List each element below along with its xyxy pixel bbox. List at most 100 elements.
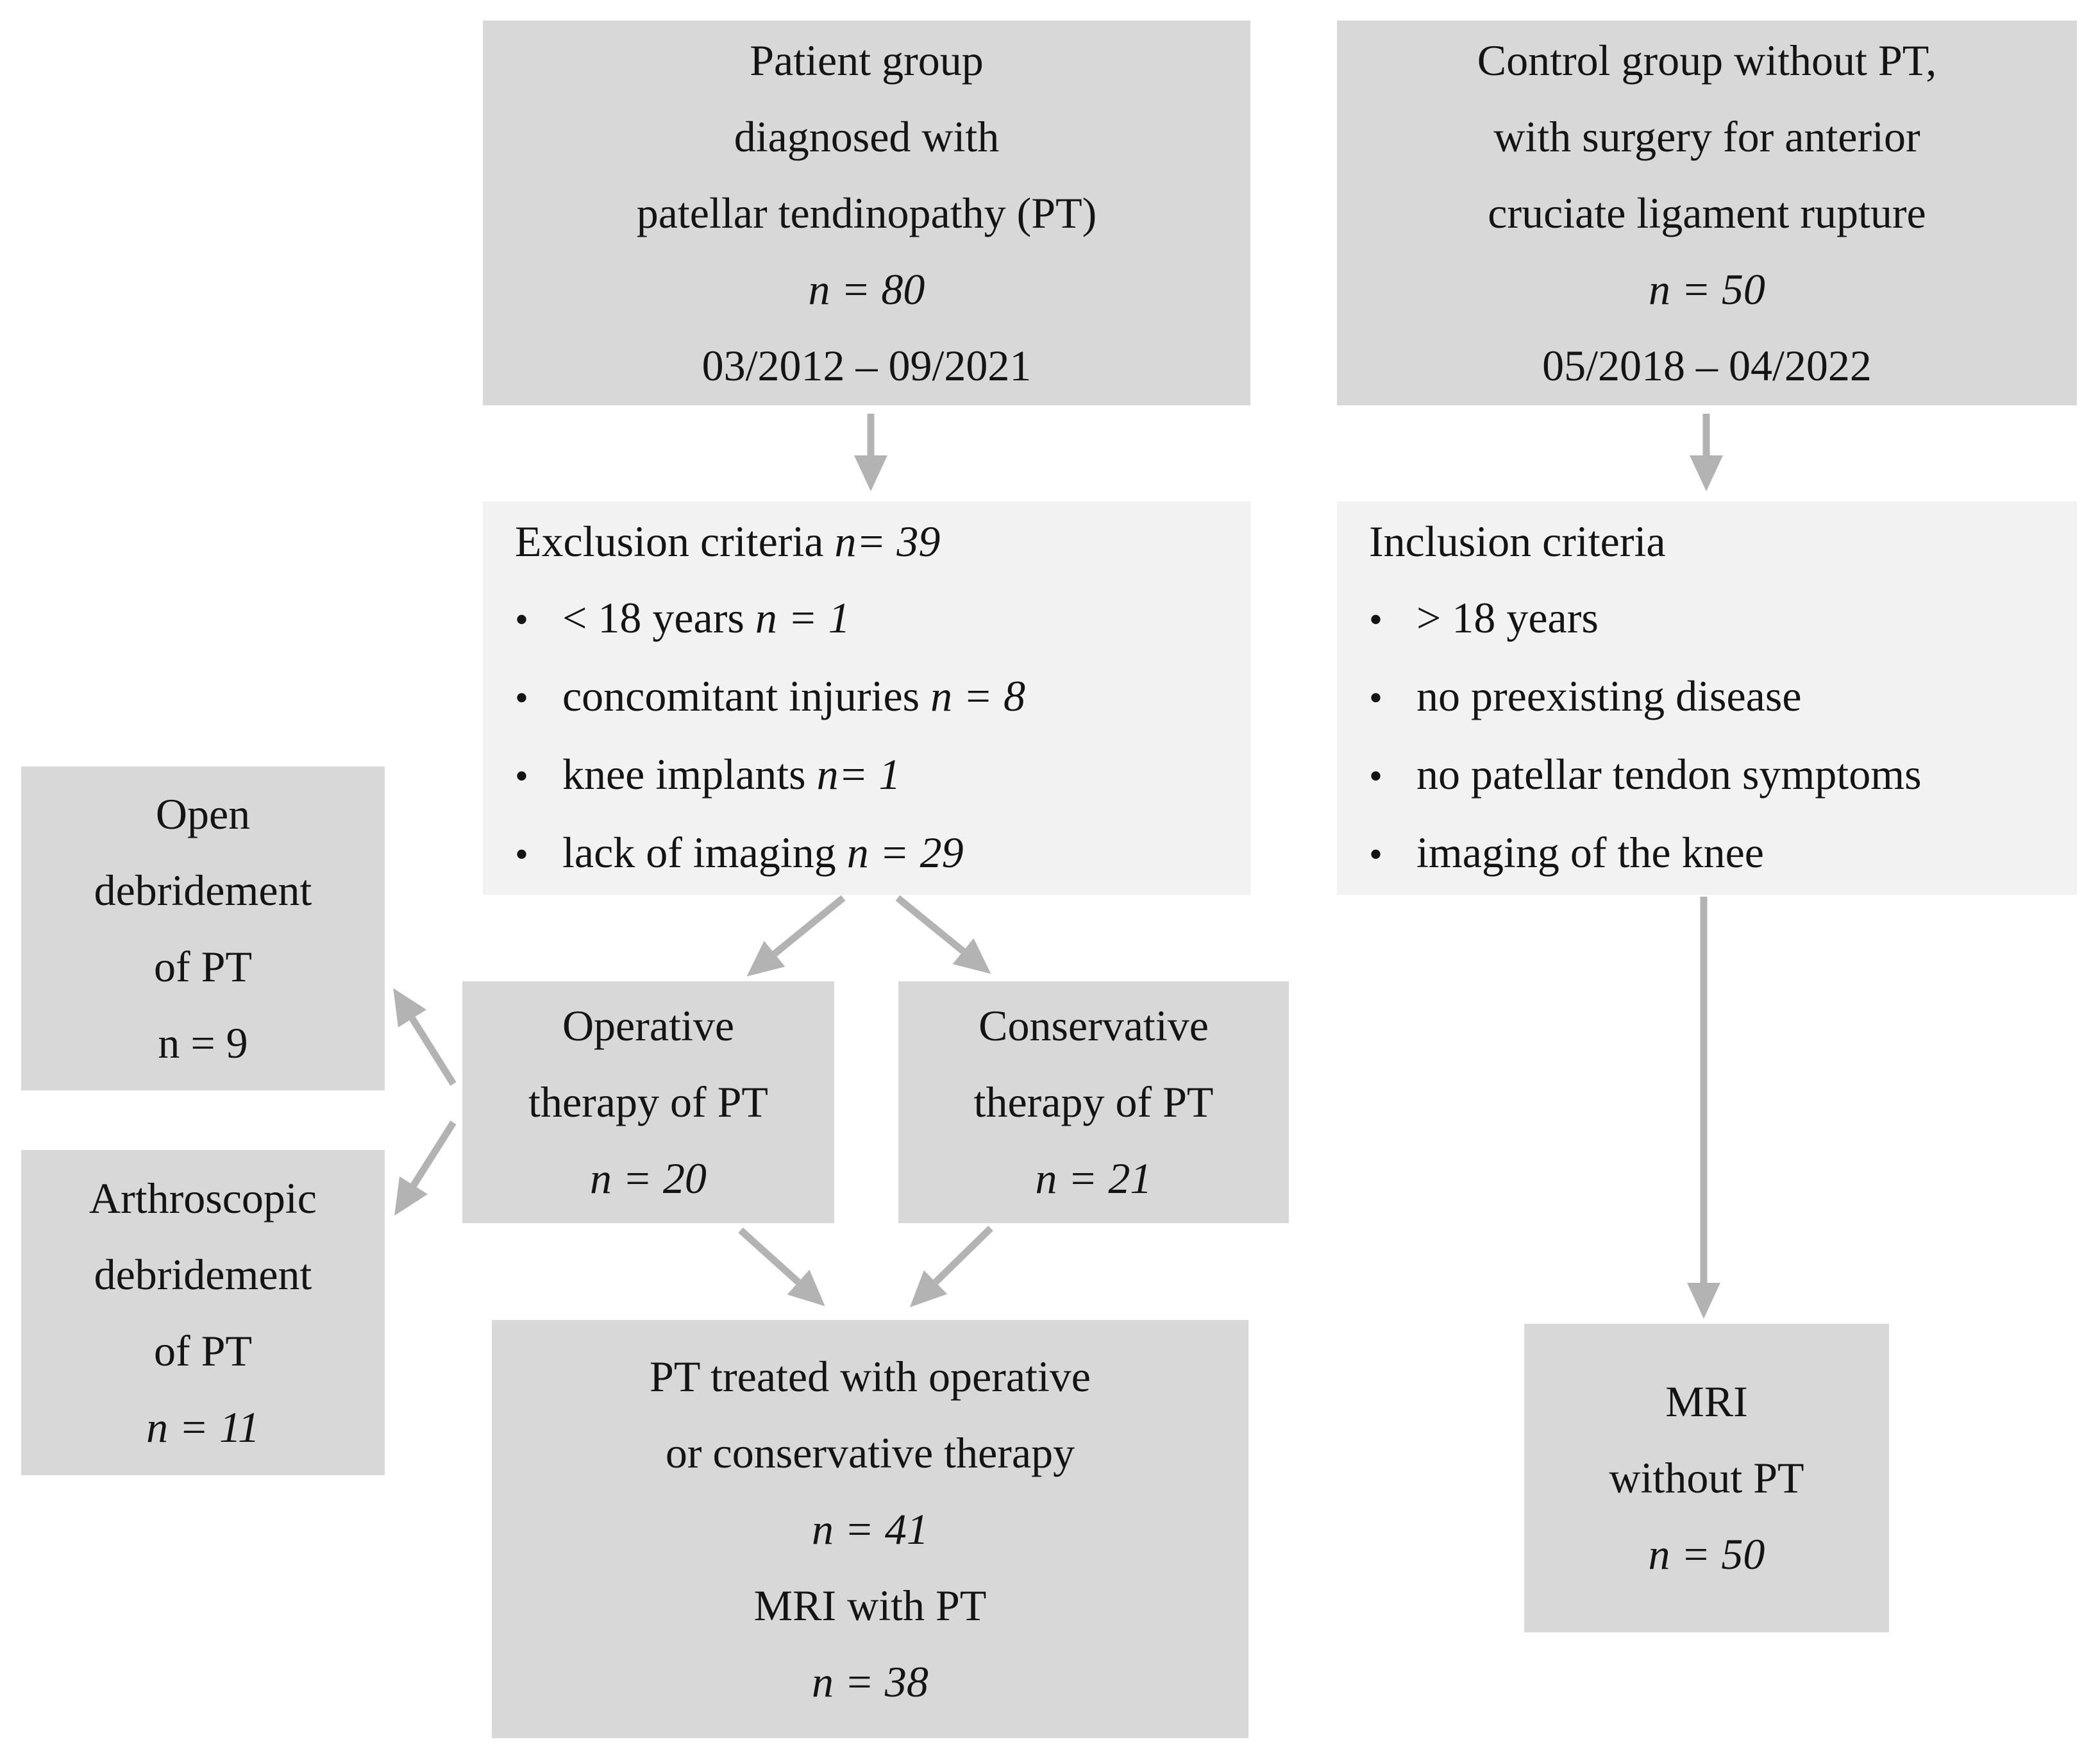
text-line: Patient group xyxy=(483,22,1250,99)
text-line: •no preexisting disease xyxy=(1369,658,2064,736)
text-segment: lack of imaging xyxy=(562,828,847,877)
text-segment: knee implants xyxy=(562,750,817,799)
text-segment: n = 41 xyxy=(812,1504,928,1553)
text-line: PT treated with operative xyxy=(492,1339,1248,1415)
text-segment: n = 38 xyxy=(812,1657,928,1706)
arrow-operative-to-arthroscopic-debridement xyxy=(394,1121,457,1216)
box-conservative-therapy: Conservative therapy of PT n = 21 xyxy=(898,981,1289,1223)
text-segment: MRI with PT xyxy=(753,1580,987,1630)
bullet-icon: • xyxy=(515,833,529,876)
text-segment: n = 29 xyxy=(846,828,964,877)
text-segment: n = 20 xyxy=(590,1154,707,1203)
text-segment: therapy of PT xyxy=(973,1078,1214,1126)
text-segment: of PT xyxy=(154,1326,252,1375)
text-line: MRI with PT xyxy=(492,1568,1248,1644)
text-segment: n = 1 xyxy=(755,593,850,642)
box-control-group: Control group without PT, with surgery fo… xyxy=(1337,21,2077,405)
text-segment: n = 11 xyxy=(146,1402,260,1451)
text-segment: with surgery for anterior xyxy=(1493,112,1920,161)
text-segment: n = 9 xyxy=(158,1018,248,1067)
text-segment: PT treated with operative xyxy=(650,1351,1091,1401)
arrow-operative-to-open-debridement xyxy=(393,988,457,1086)
text-segment: n = 80 xyxy=(808,264,925,314)
text-segment: concomitant injuries xyxy=(562,672,931,720)
box-mri-without-pt: MRI without PT n = 50 xyxy=(1524,1324,1889,1632)
bullet-icon: • xyxy=(1369,755,1383,797)
text-line: without PT xyxy=(1524,1440,1889,1516)
text-line: Control group without PT, xyxy=(1337,22,2077,99)
text-line: • lack of imaging n = 29 xyxy=(515,815,1238,893)
text-segment: of PT xyxy=(154,942,252,991)
text-segment: or conservative therapy xyxy=(665,1428,1075,1477)
text-segment: n= 1 xyxy=(816,750,901,799)
text-segment: without PT xyxy=(1609,1453,1804,1502)
text-segment: > 18 years xyxy=(1416,593,1599,642)
text-line: diagnosed with xyxy=(483,99,1250,175)
text-segment: therapy of PT xyxy=(528,1078,768,1126)
text-line: n = 50 xyxy=(1337,251,2077,328)
text-line: therapy of PT xyxy=(462,1064,834,1140)
bullet-icon: • xyxy=(1369,833,1383,876)
text-line: n = 11 xyxy=(21,1389,385,1466)
text-line: • knee implants n= 1 xyxy=(515,736,1238,815)
bullet-icon: • xyxy=(515,598,529,641)
bullet-icon: • xyxy=(1369,598,1383,641)
text-line: Open xyxy=(21,776,385,852)
bullet-icon: • xyxy=(515,755,529,797)
box-exclusion-criteria: Exclusion criteria n= 39 • < 18 years n = … xyxy=(483,502,1250,895)
text-segment: 05/2018 – 04/2022 xyxy=(1542,341,1872,390)
text-segment: Open xyxy=(155,789,251,838)
text-line: n = 20 xyxy=(462,1140,834,1217)
text-segment: n = 50 xyxy=(1648,1530,1765,1578)
text-segment: Inclusion criteria xyxy=(1369,517,1666,566)
arrow-exclusion-to-conservative xyxy=(895,895,991,974)
text-segment: debridement xyxy=(94,1249,312,1299)
text-line: Conservative xyxy=(898,988,1289,1064)
text-line: n = 9 xyxy=(21,1005,385,1081)
text-segment: Exclusion criteria xyxy=(515,517,835,566)
text-line: MRI xyxy=(1524,1364,1889,1440)
box-inclusion-criteria: Inclusion criteria • > 18 years •no preexis… xyxy=(1337,502,2077,895)
text-line: n = 50 xyxy=(1524,1516,1889,1593)
arrow-exclusion-to-operative xyxy=(746,895,846,977)
box-pt-treated: PT treated with operative or conservative… xyxy=(492,1320,1248,1738)
text-segment: 03/2012 – 09/2021 xyxy=(701,341,1032,390)
text-line: Exclusion criteria n= 39 xyxy=(515,503,1238,580)
text-segment: < 18 years xyxy=(562,593,755,642)
box-open-debridement: Open debridement of PT n = 9 xyxy=(21,766,385,1090)
text-segment: n = 8 xyxy=(930,672,1025,720)
text-line: Operative xyxy=(462,988,834,1064)
text-segment: cruciate ligament rupture xyxy=(1488,188,1926,237)
text-segment: imaging of the knee xyxy=(1416,828,1764,877)
text-line: Inclusion criteria xyxy=(1369,503,2064,580)
text-segment: n = 50 xyxy=(1649,264,1765,314)
text-line: • < 18 years n = 1 xyxy=(515,580,1238,658)
text-segment: Conservative xyxy=(979,1001,1209,1050)
box-operative-therapy: Operative therapy of PT n = 20 xyxy=(462,981,834,1223)
text-line: •concomitant injuries n = 8 xyxy=(515,658,1238,736)
text-line: n = 41 xyxy=(492,1491,1248,1568)
text-line: of PT xyxy=(21,1313,385,1389)
text-segment: diagnosed with xyxy=(734,112,1000,161)
text-line: debridement xyxy=(21,852,385,929)
text-line: • > 18 years xyxy=(1369,580,2064,658)
text-segment: no patellar tendon symptoms xyxy=(1416,750,1922,799)
bullet-icon: • xyxy=(1369,677,1383,719)
text-line: therapy of PT xyxy=(898,1064,1289,1140)
arrow-conservative-to-pt-treated xyxy=(909,1226,993,1308)
text-line: debridement xyxy=(21,1237,385,1313)
text-line: 03/2012 – 09/2021 xyxy=(483,328,1250,404)
text-line: or conservative therapy xyxy=(492,1415,1248,1491)
text-line: n = 38 xyxy=(492,1644,1248,1720)
arrow-operative-to-pt-treated xyxy=(738,1227,825,1307)
text-segment: n = 21 xyxy=(1035,1154,1152,1203)
text-segment: MRI xyxy=(1665,1377,1748,1426)
text-line: with surgery for anterior xyxy=(1337,99,2077,175)
text-line: n = 80 xyxy=(483,251,1250,328)
text-segment: Control group without PT, xyxy=(1477,35,1937,85)
text-segment: debridement xyxy=(94,865,312,915)
